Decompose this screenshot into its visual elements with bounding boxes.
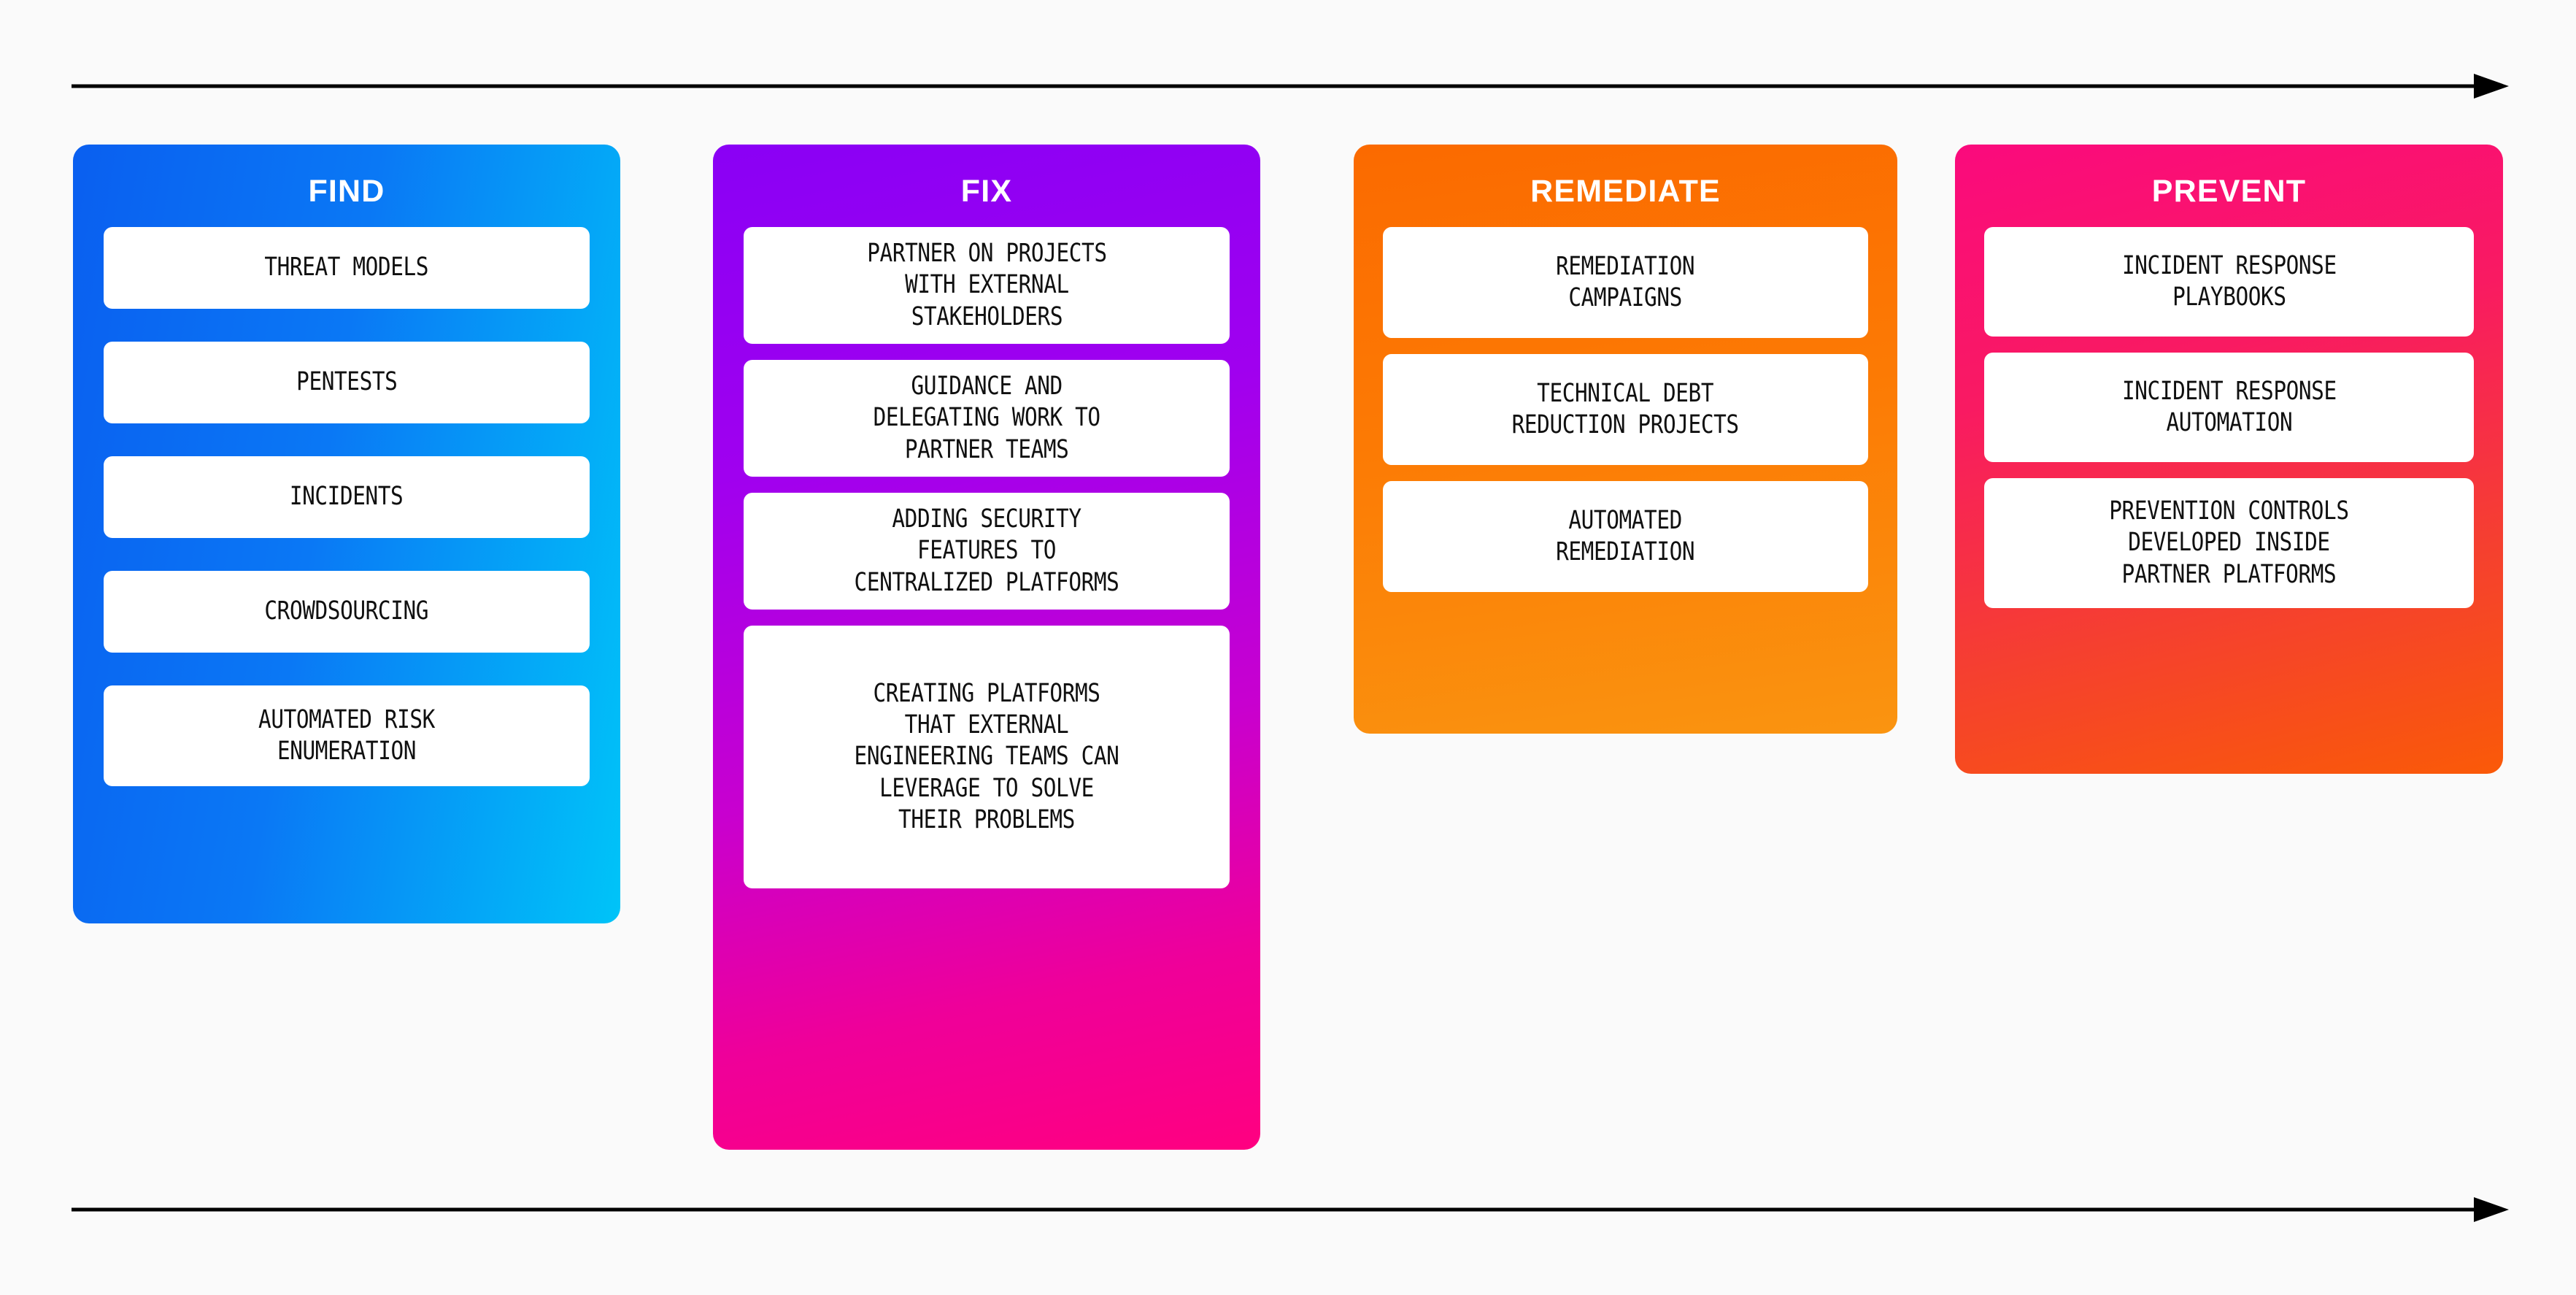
card-label: CROWDSOURCING [264,596,429,626]
card-fix-2[interactable]: GUIDANCE AND DELEGATING WORK TO PARTNER … [744,360,1230,477]
column-find[interactable]: FIND THREAT MODELS PENTESTS INCIDENTS CR… [73,145,620,923]
card-prevent-1[interactable]: INCIDENT RESPONSE PLAYBOOKS [1984,227,2474,337]
card-remediate-1[interactable]: REMEDIATION CAMPAIGNS [1383,227,1868,338]
card-prevent-2[interactable]: INCIDENT RESPONSE AUTOMATION [1984,353,2474,462]
pipeline-columns: FIND THREAT MODELS PENTESTS INCIDENTS CR… [0,145,2576,1167]
card-label: GUIDANCE AND DELEGATING WORK TO PARTNER … [873,371,1100,464]
column-header-remediate: REMEDIATE [1530,174,1721,209]
arrow-head [2474,1197,2509,1222]
column-remediate[interactable]: REMEDIATE REMEDIATION CAMPAIGNS TECHNICA… [1354,145,1897,734]
card-find-2[interactable]: PENTESTS [104,342,590,423]
card-label: CREATING PLATFORMS THAT EXTERNAL ENGINEE… [854,678,1119,835]
card-label: INCIDENT RESPONSE PLAYBOOKS [2121,250,2337,312]
column-fix[interactable]: FIX PARTNER ON PROJECTS WITH EXTERNAL ST… [713,145,1260,1150]
card-label: AUTOMATED RISK ENUMERATION [258,704,435,766]
card-label: INCIDENT RESPONSE AUTOMATION [2121,376,2337,437]
card-fix-1[interactable]: PARTNER ON PROJECTS WITH EXTERNAL STAKEH… [744,227,1230,344]
card-fix-3[interactable]: ADDING SECURITY FEATURES TO CENTRALIZED … [744,493,1230,610]
card-label: PENTESTS [296,367,398,397]
card-remediate-3[interactable]: AUTOMATED REMEDIATION [1383,481,1868,592]
timeline-arrow-top [72,74,2509,99]
column-header-prevent: PREVENT [2151,174,2307,209]
card-find-1[interactable]: THREAT MODELS [104,227,590,309]
column-prevent[interactable]: PREVENT INCIDENT RESPONSE PLAYBOOKS INCI… [1955,145,2503,774]
card-find-4[interactable]: CROWDSOURCING [104,571,590,653]
card-label: THREAT MODELS [264,253,429,283]
column-header-find: FIND [308,174,385,209]
card-find-3[interactable]: INCIDENTS [104,456,590,538]
card-prevent-3[interactable]: PREVENTION CONTROLS DEVELOPED INSIDE PAR… [1984,478,2474,608]
arrow-head [2474,74,2509,99]
card-find-5[interactable]: AUTOMATED RISK ENUMERATION [104,685,590,786]
card-label: PARTNER ON PROJECTS WITH EXTERNAL STAKEH… [866,238,1107,331]
card-remediate-2[interactable]: TECHNICAL DEBT REDUCTION PROJECTS [1383,354,1868,465]
card-label: REMEDIATION CAMPAIGNS [1556,251,1695,312]
card-label: AUTOMATED REMEDIATION [1556,505,1695,566]
card-label: INCIDENTS [290,482,404,512]
card-label: ADDING SECURITY FEATURES TO CENTRALIZED … [854,504,1119,597]
card-label: PREVENTION CONTROLS DEVELOPED INSIDE PAR… [2109,496,2349,589]
card-fix-4[interactable]: CREATING PLATFORMS THAT EXTERNAL ENGINEE… [744,626,1230,888]
card-label: TECHNICAL DEBT REDUCTION PROJECTS [1511,378,1740,439]
column-header-fix: FIX [960,174,1013,209]
timeline-arrow-bottom [72,1197,2509,1222]
